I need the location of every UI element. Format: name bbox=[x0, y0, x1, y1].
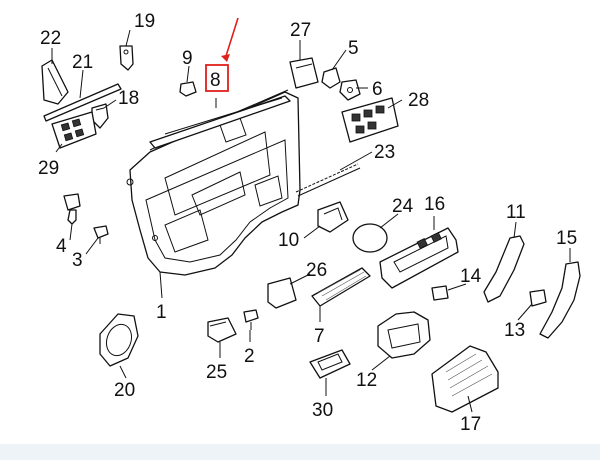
part-23-cable bbox=[295, 163, 361, 197]
callout-25: 25 bbox=[206, 362, 227, 383]
part-22-mirror-cover bbox=[41, 59, 69, 105]
callout-16: 16 bbox=[424, 194, 445, 215]
callout-22: 22 bbox=[40, 28, 61, 49]
footer-strip bbox=[0, 444, 600, 460]
part-24-round-cover bbox=[352, 223, 388, 253]
part-25-module bbox=[207, 317, 237, 343]
callout-8: 8 bbox=[210, 70, 221, 91]
callout-29: 29 bbox=[38, 158, 59, 179]
part-1-door-trim-panel bbox=[126, 89, 301, 276]
callout-18: 18 bbox=[118, 88, 139, 109]
part-14-clip bbox=[431, 285, 449, 301]
part-9-clip bbox=[179, 81, 197, 97]
callout-21: 21 bbox=[72, 52, 93, 73]
part-7-reflector-strip bbox=[311, 267, 371, 307]
callout-11: 11 bbox=[506, 202, 526, 223]
part-5-clip bbox=[321, 67, 341, 89]
callout-26: 26 bbox=[306, 260, 327, 281]
callout-17: 17 bbox=[460, 414, 481, 435]
part-8-belt-strip bbox=[149, 95, 291, 149]
callout-27: 27 bbox=[290, 20, 311, 41]
part-15-armrest-trim bbox=[539, 261, 581, 339]
part-20-speaker-ring bbox=[99, 313, 139, 367]
highlight-arrow bbox=[221, 17, 239, 62]
door-panel-exploded-diagram: 22 21 19 9 8 27 5 6 28 18 29 23 4 3 10 2… bbox=[38, 11, 581, 435]
part-2-bolt bbox=[243, 309, 259, 330]
callout-30: 30 bbox=[312, 400, 333, 421]
callout-3: 3 bbox=[72, 250, 83, 271]
callout-28: 28 bbox=[408, 90, 429, 111]
callout-5: 5 bbox=[348, 38, 359, 59]
part-19-clip bbox=[119, 45, 134, 71]
part-29-switch-bezel bbox=[51, 111, 97, 149]
callout-20: 20 bbox=[114, 380, 135, 401]
part-28-window-switch bbox=[341, 97, 399, 143]
part-4-push-pin bbox=[63, 193, 81, 225]
part-10-bracket bbox=[317, 201, 349, 233]
callout-6: 6 bbox=[372, 79, 383, 100]
highlight-box-8 bbox=[205, 64, 229, 92]
part-11-pull-handle bbox=[483, 235, 525, 303]
callout-12: 12 bbox=[356, 370, 377, 391]
callout-15: 15 bbox=[556, 228, 577, 249]
part-17-speaker-grille bbox=[431, 345, 499, 413]
callout-10: 10 bbox=[278, 230, 299, 251]
part-12-bracket bbox=[377, 311, 431, 359]
callout-14: 14 bbox=[460, 266, 482, 287]
part-16-switch-panel bbox=[379, 227, 459, 289]
callout-9: 9 bbox=[182, 48, 193, 69]
part-26-switch bbox=[267, 277, 297, 309]
callout-7: 7 bbox=[314, 326, 325, 347]
part-3-screw bbox=[93, 225, 109, 244]
callout-labels: 22 21 19 9 8 27 5 6 28 18 29 23 4 3 10 2… bbox=[38, 11, 577, 435]
callout-19: 19 bbox=[134, 11, 155, 32]
callout-4: 4 bbox=[56, 236, 67, 257]
callout-23: 23 bbox=[374, 142, 395, 163]
part-6-bracket bbox=[339, 79, 361, 101]
callout-2: 2 bbox=[244, 346, 255, 367]
part-30-handle-escutcheon bbox=[309, 349, 351, 379]
part-13-clip bbox=[529, 289, 547, 307]
part-27-switch bbox=[289, 57, 319, 89]
callout-13: 13 bbox=[504, 320, 525, 341]
part-21-rod bbox=[43, 83, 122, 122]
callout-24: 24 bbox=[392, 196, 414, 217]
callout-1: 1 bbox=[156, 302, 167, 323]
leader-lines bbox=[51, 29, 571, 413]
